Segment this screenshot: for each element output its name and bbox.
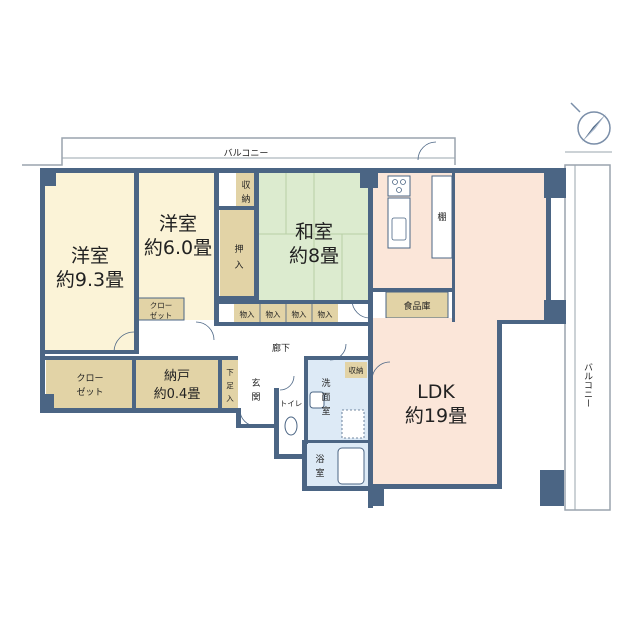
storage-shuno — [236, 172, 258, 208]
sink-icon — [391, 217, 407, 241]
western-room-a-name: 洋室 — [71, 245, 109, 267]
closet-a-label-2: ゼット — [150, 310, 173, 320]
oshiire-label-1: 押 — [234, 243, 243, 255]
mono-4-label: 物入 — [318, 309, 333, 319]
stove-icon — [387, 175, 411, 197]
toilet-label: トイレ — [280, 399, 303, 408]
storage-oshiire — [220, 210, 258, 298]
compass-icon — [570, 102, 611, 145]
ldk-size: 約19畳 — [405, 405, 467, 427]
bath-label-2: 室 — [315, 467, 324, 479]
toilet-icon — [284, 416, 298, 436]
mono-2-label: 物入 — [266, 309, 281, 319]
getabako — [222, 360, 238, 408]
getabako-label-3: 入 — [226, 394, 234, 403]
shuno-label-2: 納 — [241, 193, 250, 205]
bath-label-1: 浴 — [315, 454, 324, 465]
nando-size: 約0.4畳 — [154, 387, 201, 402]
bathtub-icon — [337, 447, 365, 485]
balcony-top-area — [22, 137, 456, 166]
corridor-label: 廊下 — [272, 342, 290, 354]
western-room-b-size: 約6.0畳 — [144, 237, 212, 259]
closet-b — [46, 360, 132, 408]
western-room-b-name: 洋室 — [159, 213, 197, 235]
closet-b-label-2: ゼット — [76, 386, 103, 398]
nando-name: 納戸 — [164, 369, 190, 384]
getabako-label-1: 下 — [226, 368, 234, 377]
corridor-area — [136, 326, 372, 356]
ldk-name: LDK — [417, 381, 455, 403]
tatami-lines — [258, 172, 370, 300]
japanese-room-size: 約8畳 — [289, 245, 339, 267]
western-room-a-size: 約9.3畳 — [56, 269, 124, 291]
shuno-label-1: 収 — [241, 179, 250, 191]
nando-room — [136, 360, 218, 408]
washroom-label-2: 面 — [321, 392, 330, 403]
ldk-room — [372, 172, 548, 488]
washroom-storage — [345, 362, 367, 378]
pantry-label: 食品庫 — [403, 300, 430, 312]
washroom-storage-label: 収納 — [349, 365, 364, 375]
kitchen-counter — [387, 197, 411, 249]
closet-b-label-1: クロー — [76, 373, 103, 384]
storage-row-dividers — [259, 304, 313, 326]
shower-floor-icon — [341, 409, 365, 439]
balcony-right-area — [564, 151, 612, 511]
oshiire-label-2: 入 — [234, 260, 243, 271]
getabako-label-2: 足 — [226, 381, 234, 390]
mono-3-label: 物入 — [292, 309, 307, 319]
balcony-right-label: バルコニー — [582, 362, 593, 407]
walls — [40, 168, 566, 508]
western-room-b — [138, 172, 218, 320]
western-room-a — [44, 172, 136, 352]
washroom-label-1: 洗 — [321, 377, 330, 389]
balcony-top-label: バルコニー — [224, 148, 269, 159]
mono-1-label: 物入 — [240, 309, 255, 319]
shelf-label: 棚 — [437, 211, 446, 223]
washroom-label-3: 室 — [321, 405, 330, 417]
washbasin-icon — [309, 391, 325, 409]
entrance-label-2: 関 — [251, 392, 260, 403]
entrance-label-1: 玄 — [251, 377, 260, 389]
japanese-room-name: 和室 — [295, 221, 333, 243]
closet-a-label-1: クロー — [150, 301, 173, 310]
